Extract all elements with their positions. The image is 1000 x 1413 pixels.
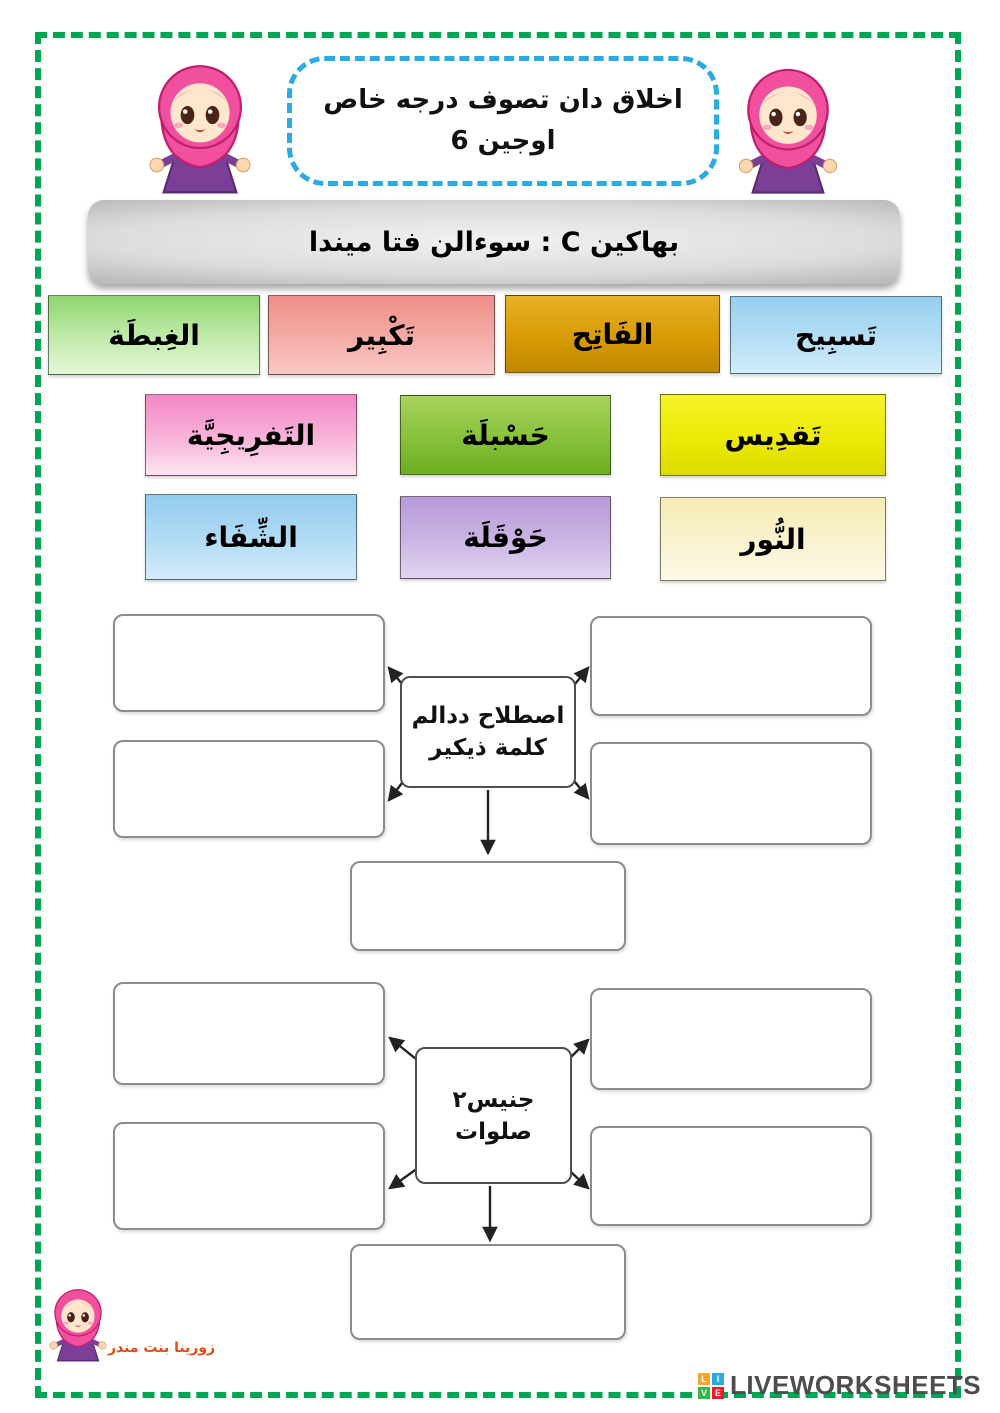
logo-square-v: V bbox=[698, 1386, 710, 1399]
answer-box[interactable] bbox=[590, 1126, 872, 1226]
hijab-girl-icon bbox=[141, 56, 259, 198]
section-banner: بهاكين C : سوءالن فتا ميندا bbox=[88, 200, 900, 284]
logo-square-l: L bbox=[698, 1372, 710, 1385]
answer-box[interactable] bbox=[590, 988, 872, 1090]
diagram1-center-line1: اصطلاح ددالم bbox=[411, 703, 565, 729]
section-banner-text: بهاكين C : سوءالن فتا ميندا bbox=[308, 226, 680, 258]
answer-box[interactable] bbox=[350, 861, 626, 951]
word-box-hawqalah[interactable]: حَوْقَلَة bbox=[400, 496, 611, 579]
answer-box[interactable] bbox=[350, 1244, 626, 1340]
diagram2-center-line2: صلوات bbox=[454, 1118, 533, 1145]
diagram2-center-box: جنيس٢ صلوات bbox=[415, 1047, 572, 1184]
diagram2-center-line1: جنيس٢ bbox=[452, 1086, 535, 1113]
logo-square-i: I bbox=[712, 1372, 724, 1385]
word-box-nur[interactable]: النُّور bbox=[660, 497, 886, 581]
word-box-hasbalah[interactable]: حَسْبلَة bbox=[400, 395, 611, 475]
title-box: اخلاق دان تصوف درجه خاص اوجين 6 bbox=[287, 56, 719, 186]
answer-box[interactable] bbox=[113, 614, 385, 712]
worksheet-subtitle: اوجين 6 bbox=[450, 126, 556, 156]
liveworksheets-wordmark: LIVEWORKSHEETS bbox=[730, 1370, 982, 1400]
answer-box[interactable] bbox=[113, 740, 385, 838]
answer-box[interactable] bbox=[113, 982, 385, 1085]
diagram1-center-box: اصطلاح ددالم كلمة ذيكير bbox=[400, 676, 576, 788]
answer-box[interactable] bbox=[590, 742, 872, 845]
worksheet-title: اخلاق دان تصوف درجه خاص bbox=[323, 85, 683, 116]
word-box-shifa[interactable]: الشِّفَاء bbox=[145, 494, 357, 580]
word-box-taqdis[interactable]: تَقدِيس bbox=[660, 394, 886, 476]
diagram1-center-line2: كلمة ذيكير bbox=[429, 735, 547, 761]
word-box-tasbih[interactable]: تَسبِيح bbox=[730, 296, 942, 374]
word-box-fatih[interactable]: الفَاتِح bbox=[505, 295, 720, 373]
logo-square-e: E bbox=[712, 1386, 724, 1399]
answer-box[interactable] bbox=[590, 616, 872, 716]
word-box-ghibtah[interactable]: الغِبطَة bbox=[48, 295, 260, 375]
liveworksheets-logo[interactable]: L I V E LIVEWORKSHEETS bbox=[698, 1370, 981, 1401]
answer-box[interactable] bbox=[113, 1122, 385, 1230]
hijab-girl-icon bbox=[46, 1283, 110, 1365]
liveworksheets-icon: L I V E bbox=[698, 1372, 724, 1399]
hijab-girl-icon bbox=[731, 60, 845, 198]
hijab-girl-avatar-left bbox=[141, 56, 259, 198]
author-avatar bbox=[46, 1283, 110, 1365]
hijab-girl-avatar-right bbox=[731, 60, 845, 198]
word-box-tafrijiyyah[interactable]: التَفرِيجِيَّة bbox=[145, 394, 357, 476]
word-box-takbir[interactable]: تَكْبِير bbox=[268, 295, 495, 375]
author-name: زورينا بنت مندر bbox=[108, 1340, 216, 1356]
